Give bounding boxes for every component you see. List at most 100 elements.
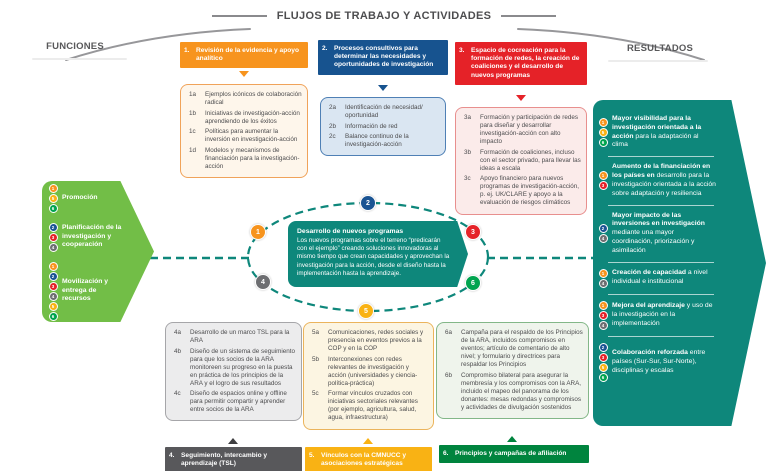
- workflow-6-number: 6.: [443, 450, 449, 457]
- item-text: Modelos y mecanismos de financiación par…: [205, 146, 300, 170]
- left-swoosh-line: [65, 28, 251, 61]
- item-text: Iniciativas de investigación-acción apre…: [205, 109, 300, 125]
- workflow-1-label: Revisión de la evidencia y apoyo analíti…: [196, 47, 299, 63]
- item-id: 5c: [312, 390, 319, 398]
- item-id: 6b: [445, 371, 453, 379]
- item-id: 1a: [189, 91, 197, 98]
- result-text: Creación de capacidad a nivel individual…: [612, 269, 716, 287]
- badge-column: 1 5 6: [598, 118, 608, 148]
- right-swoosh-line: [517, 28, 705, 61]
- workflow-5-badge: 5: [48, 301, 58, 311]
- workflow-2-number: 2.: [322, 45, 328, 52]
- item-text: Información de red: [345, 122, 398, 130]
- center-bubble-title: Desarrollo de nuevos programas: [297, 228, 404, 235]
- badge-column: 1 2 3 4 5 6: [48, 261, 58, 321]
- item-id: 2c: [329, 133, 336, 141]
- item-id: 3c: [464, 175, 471, 183]
- workflow-3-label: Espacio de cocreación para la formación …: [471, 47, 580, 79]
- workflow-4-label: Seguimiento, intercambio y aprendizaje (…: [181, 452, 268, 468]
- cycle-badge-4: 4: [255, 274, 271, 290]
- list-item: 1d Modelos y mecanismos de financiación p…: [184, 147, 302, 171]
- workflow-6-badge: 6: [598, 372, 608, 382]
- item-text: Formación de coaliciones, incluso con el…: [480, 148, 581, 172]
- item-text: Identificación de necesidad/ oportunidad: [345, 104, 423, 120]
- function-label: Planificación de la investigación y coop…: [62, 223, 122, 249]
- workflow-3-badge: 3: [598, 181, 608, 191]
- results-panel: 1 5 6 Mayor visibilidad para la investig…: [593, 100, 766, 426]
- workflow-4-badge: 4: [598, 234, 608, 244]
- title-left-line: [211, 15, 267, 17]
- result-rest: entre países (Sur-Sur, Sur-Norte), disci…: [612, 349, 706, 374]
- badge-column: 2 3 4: [48, 222, 58, 252]
- result-text: Colaboración reforzada entre países (Sur…: [612, 349, 716, 375]
- cycle-badge-6: 6: [465, 275, 481, 291]
- badge-column: 1 3 4: [598, 300, 608, 330]
- workflow-1-badge: 1: [598, 118, 608, 128]
- item-text: Políticas para aumentar la inversión en …: [205, 128, 298, 144]
- list-item: 3c Apoyo financiero para nuevos programas…: [459, 175, 581, 207]
- result-rest: mediante una mayor coordinación, prioriz…: [612, 229, 695, 254]
- badge-column: 2 3 5 6: [598, 342, 608, 382]
- cycle-badge-5: 5: [358, 303, 374, 319]
- result-rest: a nivel individual e institucional: [612, 269, 708, 286]
- list-item: 5c Formar vínculos cruzados con iniciativ…: [307, 390, 428, 422]
- workflow-4-items: 4a Desarrollo de un marco TSL para la ARA…: [165, 322, 302, 422]
- results-header-underline: [608, 60, 708, 62]
- badge-column: 1 5 6: [48, 183, 58, 213]
- workflow-4-badge: 4: [598, 278, 608, 288]
- badge-column: 1 3: [598, 171, 608, 191]
- item-id: 3b: [464, 148, 472, 156]
- results-header: RESULTADOS: [626, 43, 694, 54]
- item-text: Desarrollo de un marco TSL para la ARA: [190, 329, 290, 345]
- item-text: Formar vínculos cruzados con iniciativas…: [328, 390, 418, 422]
- result-text: Mayor visibilidad para la investigación …: [612, 115, 716, 150]
- workflow-2-badge: 2: [598, 342, 608, 352]
- result-row: 1 5 6 Mayor visibilidad para la investig…: [598, 113, 720, 152]
- workflow-3-badge: 3: [48, 232, 58, 242]
- result-text: Mejora del aprendizaje y uso de la inves…: [612, 302, 716, 328]
- workflow-5-badge: 5: [598, 128, 608, 138]
- workflow-1-badge: 1: [48, 261, 58, 271]
- divider: [608, 204, 714, 206]
- result-row: 2 4 Mayor impacto de las inversiones en …: [598, 210, 720, 258]
- item-id: 6a: [445, 329, 453, 336]
- item-id: 4a: [174, 329, 182, 336]
- item-text: Apoyo financiero para nuevos programas d…: [480, 175, 580, 207]
- workflow-4-badge: 4: [48, 291, 58, 301]
- result-bold: Colaboración reforzada: [612, 349, 688, 357]
- result-text: Aumento de la financiación en los países…: [612, 163, 716, 198]
- function-label: Movilización y entrega de recursos: [62, 277, 109, 303]
- result-bold: Aumento de la financiación en los países…: [612, 163, 711, 180]
- workflow-2-header: 2. Procesos consultivos para determinar …: [318, 40, 448, 75]
- workflow-4-badge: 4: [48, 242, 58, 252]
- cycle-badge-3: 3: [465, 224, 481, 240]
- result-bold: Mayor impacto de las inversiones en inve…: [612, 211, 705, 228]
- workflow-1-badge: 1: [598, 171, 608, 181]
- item-id: 5a: [312, 329, 320, 336]
- badge-column: 1 4: [598, 268, 608, 288]
- workflow-2-badge: 2: [48, 222, 58, 232]
- result-row: 1 4 Creación de capacidad a nivel indivi…: [598, 267, 720, 290]
- center-bubble-body: Los nuevos programas sobre el terreno “p…: [297, 237, 450, 277]
- list-item: 4a Desarrollo de un marco TSL para la ARA: [169, 329, 296, 345]
- result-rest: desarrollo para la investigación orienta…: [612, 172, 716, 197]
- result-row: 1 3 Aumento de la financiación en los pa…: [598, 161, 720, 200]
- item-text: Diseño de espacios online y offline para…: [190, 390, 287, 414]
- workflow-5-badge: 5: [598, 362, 608, 372]
- divider: [608, 335, 714, 337]
- item-text: Diseño de un sistema de seguimiento para…: [190, 347, 296, 387]
- item-id: 1d: [189, 146, 197, 154]
- item-text: Interconexiones con redes relevantes de …: [328, 355, 418, 387]
- workflow-4-number: 4.: [169, 452, 175, 459]
- cycle-badge-2: 2: [360, 195, 376, 211]
- workflow-5-header: 5. Vínculos con la CMNUCC y asociaciones…: [305, 447, 432, 471]
